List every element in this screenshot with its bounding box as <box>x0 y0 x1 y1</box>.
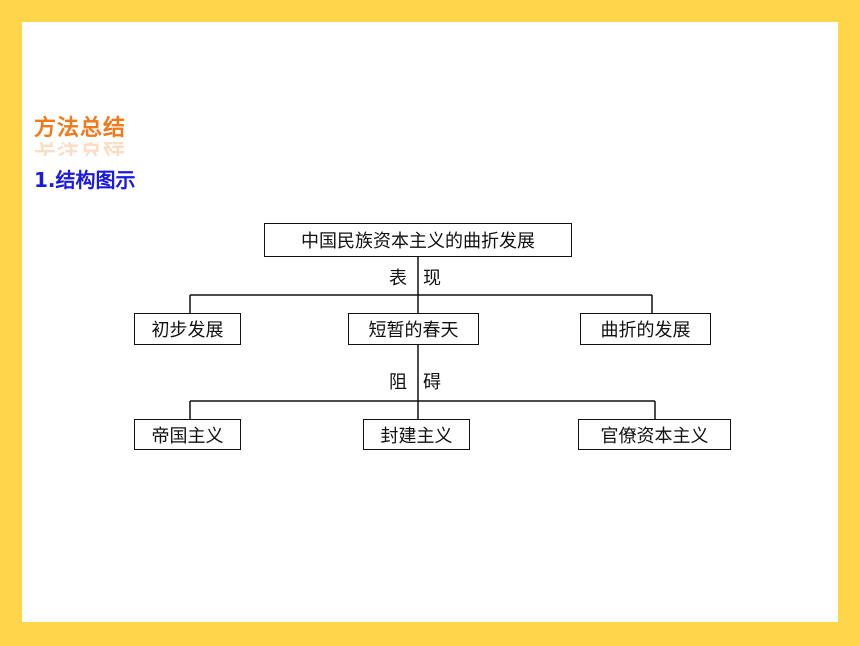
root-box: 中国民族资本主义的曲折发展 <box>264 223 572 257</box>
obstacle-box-3: 官僚资本主义 <box>578 419 731 450</box>
manifestation-box-2: 短暂的春天 <box>348 313 479 345</box>
manifestation-box-3: 曲折的发展 <box>580 313 711 345</box>
link-label-bottom-1: 阻 <box>389 372 407 393</box>
link-label-top-1: 表 <box>389 268 407 289</box>
obstacle-box-2: 封建主义 <box>363 419 470 450</box>
link-label-bottom-2: 碍 <box>423 372 441 393</box>
link-label-top-2: 现 <box>423 268 441 289</box>
manifestation-box-1: 初步发展 <box>134 313 241 345</box>
section-title: 方法总结 <box>34 116 127 141</box>
obstacle-box-1: 帝国主义 <box>134 419 241 450</box>
section-subtitle: 1.结构图示 <box>34 168 136 192</box>
